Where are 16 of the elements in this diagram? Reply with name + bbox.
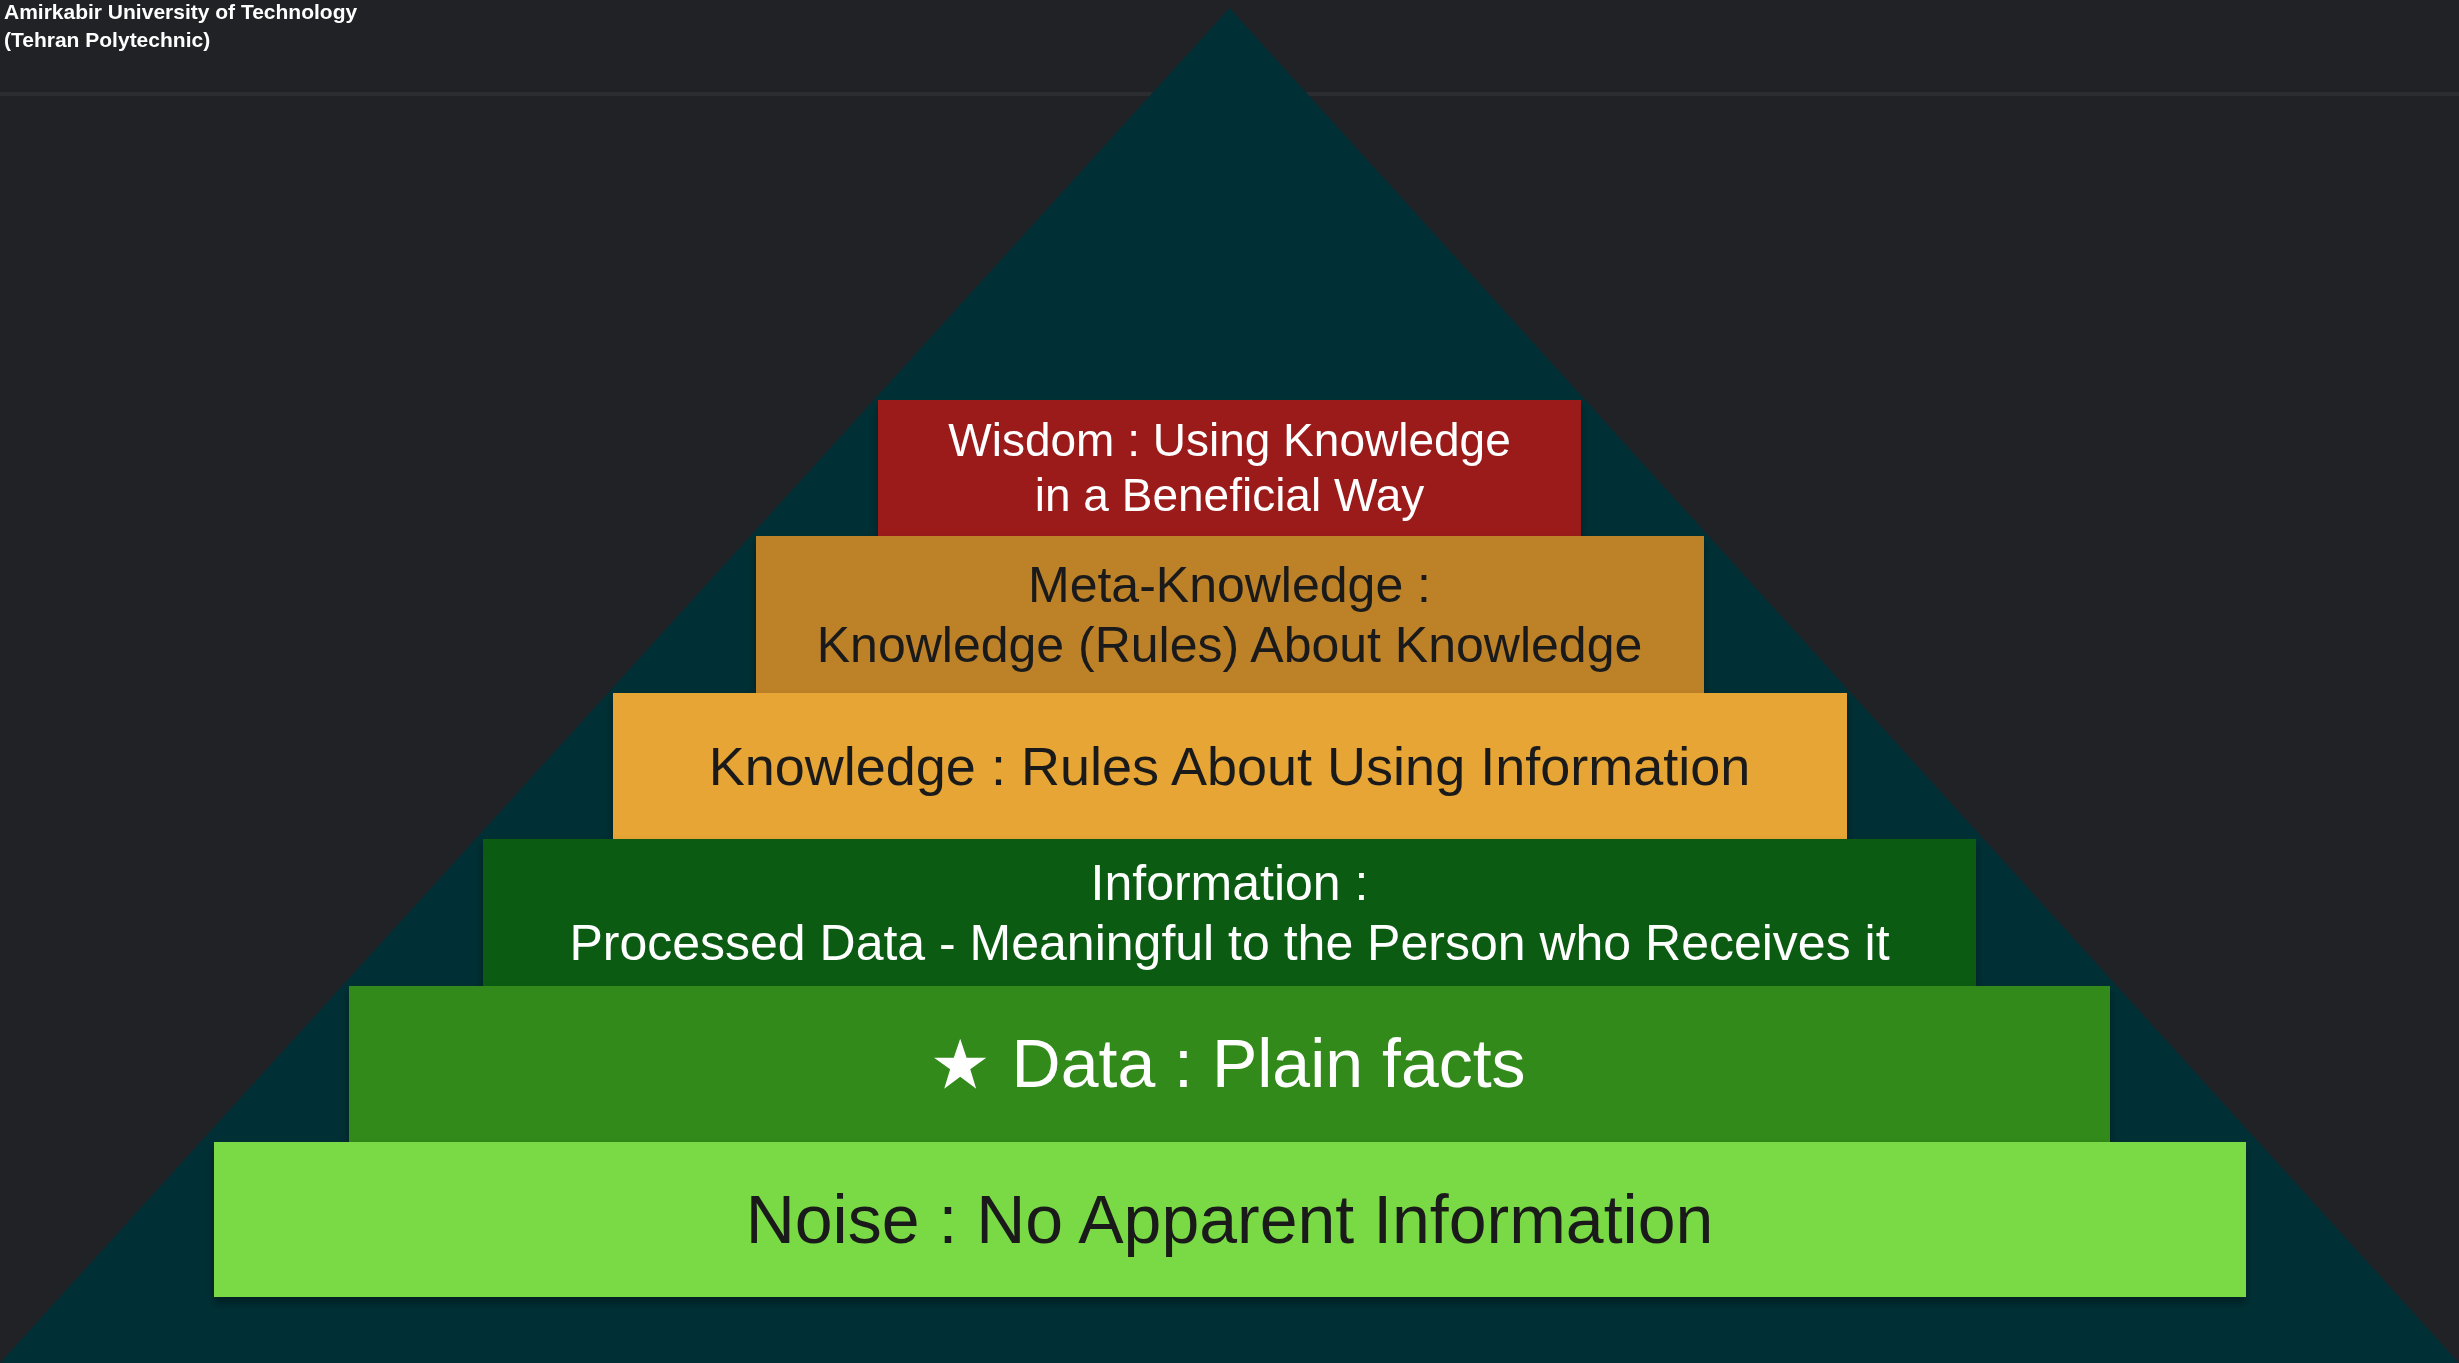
level-band [878,400,1581,536]
level-label: Processed Data - Meaningful to the Person who Receives it [569,913,1890,973]
level-label: Information : [1090,853,1369,913]
level-label: Noise : No Apparent Information [745,1179,1714,1259]
header-text: Amirkabir University of Technology [4,0,358,24]
level-label: Knowledge : Rules About Using Information [708,734,1751,798]
header-text: (Tehran Polytechnic) [4,28,211,52]
level-band [612,693,1847,839]
level-label: Knowledge (Rules) About Knowledge [816,615,1643,675]
level-label: Meta-Knowledge : [1028,555,1431,615]
level-label: Wisdom : Using Knowledge in a Beneficial Way [947,412,1512,523]
level-band [483,839,1976,986]
level-label: Data : Plain facts [1011,1024,1526,1104]
level-band [349,986,2110,1142]
level-band [213,1142,2246,1297]
level-band [755,536,1704,693]
